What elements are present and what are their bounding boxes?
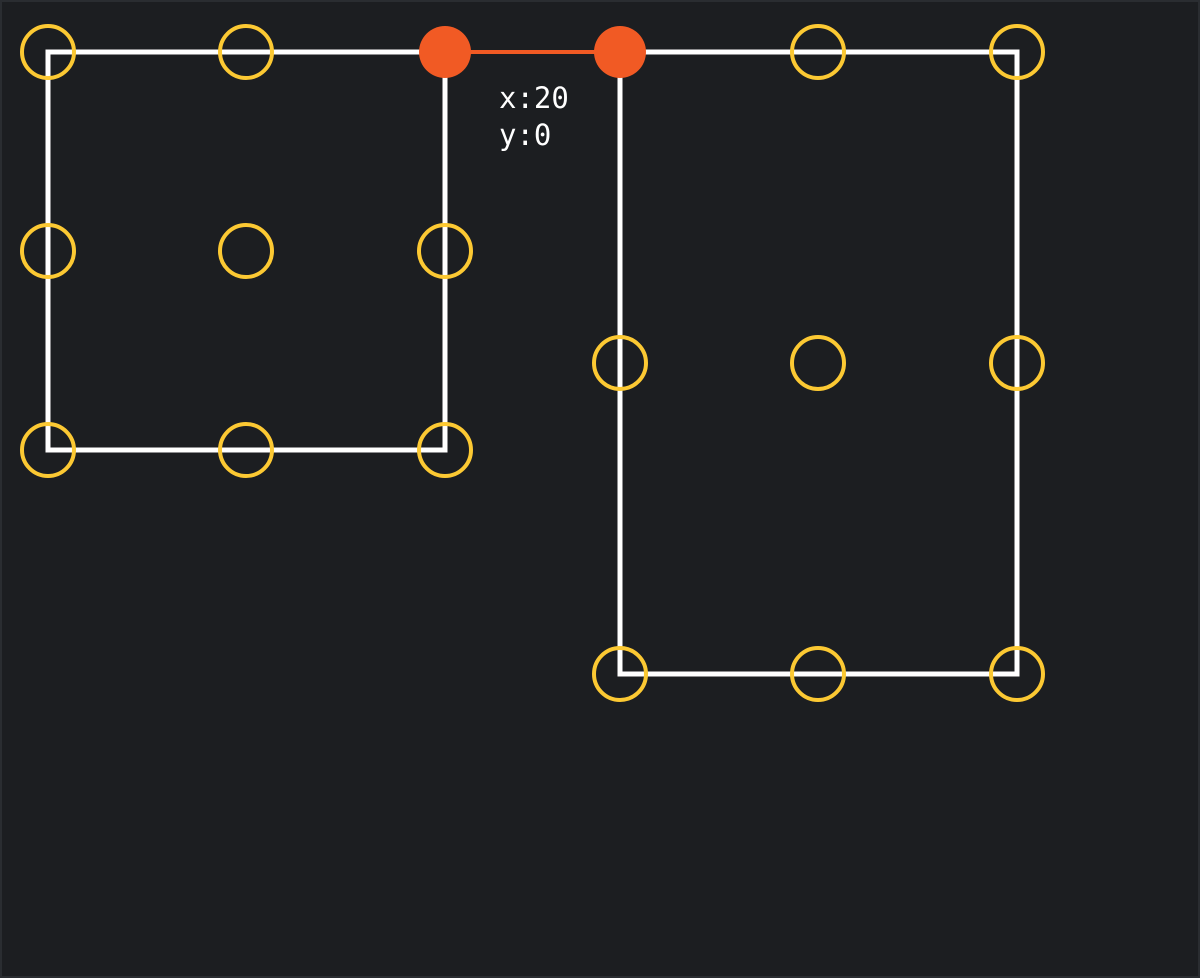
frame-left-handle-bottom-right[interactable] — [417, 422, 473, 478]
frame-left-handle-middle-left[interactable] — [20, 223, 76, 279]
frame-right-outline[interactable] — [617, 49, 1020, 677]
distance-x-label: x:20 — [499, 81, 569, 115]
frame-left-handle-middle-right[interactable] — [417, 223, 473, 279]
frame-left-handle-top-center[interactable] — [218, 24, 274, 80]
frame-left-snap-point-top-right[interactable] — [419, 26, 471, 78]
frame-right-handle-middle-left[interactable] — [592, 335, 648, 391]
frame-right-snap-point-top-left[interactable] — [594, 26, 646, 78]
frame-right-handle-top-center[interactable] — [790, 24, 846, 80]
snap-indicator — [419, 26, 646, 78]
frame-right-handle-bottom-left[interactable] — [592, 646, 648, 702]
frame-left[interactable] — [20, 24, 473, 478]
frame-left-handle-bottom-left[interactable] — [20, 422, 76, 478]
distance-readout: x:20 y:0 — [499, 81, 569, 152]
frame-left-handle-bottom-center[interactable] — [218, 422, 274, 478]
frame-right-handle-top-right[interactable] — [989, 24, 1045, 80]
frame-right-handle-bottom-right[interactable] — [989, 646, 1045, 702]
distance-y-label: y:0 — [499, 118, 551, 152]
frame-left-outline[interactable] — [45, 49, 448, 453]
frame-left-handle-center[interactable] — [218, 223, 274, 279]
frame-right[interactable] — [592, 24, 1045, 702]
frame-left-handle-top-left[interactable] — [20, 24, 76, 80]
frame-right-handle-center[interactable] — [790, 335, 846, 391]
frame-right-handle-bottom-center[interactable] — [790, 646, 846, 702]
frame-right-handle-middle-right[interactable] — [989, 335, 1045, 391]
